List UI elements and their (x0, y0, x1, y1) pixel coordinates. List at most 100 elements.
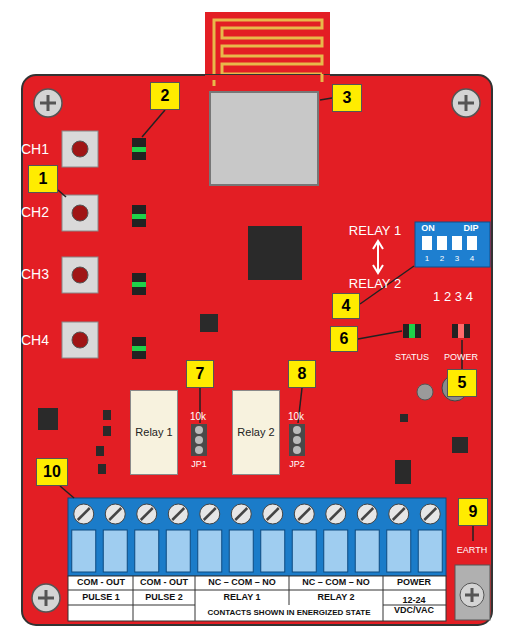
callout-text: 1 (39, 170, 48, 188)
leader-line (60, 486, 74, 498)
jumper-pin (293, 436, 301, 444)
terminal-screw (231, 504, 251, 524)
dip-slider (452, 236, 462, 250)
antenna-joint (205, 75, 330, 85)
mount-screw (34, 89, 62, 117)
led (132, 138, 146, 160)
wire-slot (166, 530, 190, 572)
terminal-label: NC – COM – NO (208, 578, 276, 588)
small-ic (200, 314, 218, 332)
capacitor (417, 384, 433, 400)
leader-line (142, 110, 165, 137)
status-led (403, 324, 421, 338)
power-led (452, 324, 470, 338)
callout-number: 6 (330, 326, 358, 352)
jumper-pin (293, 426, 301, 434)
component (395, 460, 411, 484)
component (38, 408, 58, 430)
part-label: 4 (470, 255, 474, 264)
led-green (132, 346, 146, 351)
part-label: 2 (440, 255, 444, 264)
part-label: RELAY 1 (349, 224, 401, 238)
screw-slot (38, 590, 54, 606)
wire-slot (292, 530, 316, 572)
screw-slot (78, 508, 90, 520)
part-label: JP2 (289, 460, 305, 470)
jumper-header (289, 424, 305, 456)
component (103, 410, 111, 420)
led-green (132, 214, 146, 219)
antenna-area (205, 12, 330, 92)
jumper-header (191, 424, 207, 456)
terminal-label: CONTACTS SHOWN IN ENERGIZED STATE (207, 609, 370, 618)
mount-screw (32, 584, 60, 612)
screw-slot (458, 95, 474, 111)
leader-line (358, 331, 402, 339)
part-label: ON (421, 224, 435, 234)
callout-text: 10 (43, 463, 61, 481)
terminal-screw (389, 504, 409, 524)
terminal-screw (74, 504, 94, 524)
terminal-screw (326, 504, 346, 524)
terminal-screw (263, 504, 283, 524)
part-label: 3 (455, 255, 459, 264)
callout-number: 3 (332, 84, 362, 112)
earth-screw (460, 583, 484, 607)
relay-label: Relay 1 (135, 426, 172, 438)
terminal-label: NC – COM – NO (302, 578, 370, 588)
callout-text: 5 (458, 374, 467, 392)
mount-screw (452, 89, 480, 117)
terminal-screw (137, 504, 157, 524)
wire-slot (103, 530, 127, 572)
leader-line (58, 190, 66, 197)
relay-component: Relay 2 (232, 390, 280, 475)
terminal-screw (294, 504, 314, 524)
terminal-legend-strip (68, 576, 446, 621)
screw-slot (109, 508, 121, 520)
terminal-label: RELAY 2 (317, 593, 354, 603)
callout-number: 7 (186, 360, 214, 388)
channel-label: CH1 (21, 142, 49, 157)
callout-text: 4 (342, 297, 351, 315)
terminal-screw (200, 504, 220, 524)
push-buttons (62, 131, 98, 358)
screw-slot (393, 508, 405, 520)
callout-number: 8 (288, 360, 316, 388)
circuit-board (22, 75, 492, 625)
terminal-block (68, 498, 446, 576)
screw-slot (267, 508, 279, 520)
callout-number: 10 (36, 458, 68, 486)
terminal-label: COM - OUT (140, 578, 188, 588)
terminal-label: RELAY 1 (223, 593, 260, 603)
component (98, 464, 106, 474)
relay-label: Relay 2 (237, 426, 274, 438)
screw-slot (235, 508, 247, 520)
callout-number: 9 (458, 498, 488, 526)
component (400, 414, 408, 422)
callout-text: 8 (298, 365, 307, 383)
component (96, 446, 104, 456)
wire-slot (72, 530, 96, 572)
screw-slot (40, 95, 56, 111)
push-button (62, 257, 98, 293)
part-label: POWER (444, 353, 478, 363)
terminal-screw (105, 504, 125, 524)
earth-label: EARTH (457, 546, 487, 556)
wire-slot (198, 530, 222, 572)
wire-slot (418, 530, 442, 572)
component (103, 426, 111, 436)
channel-label: CH2 (21, 205, 49, 220)
callout-text: 2 (161, 87, 170, 105)
wire-slot (355, 530, 379, 572)
wire-slot (135, 530, 159, 572)
led-green (132, 282, 146, 287)
leader-line (472, 526, 474, 541)
button-cap (72, 332, 88, 348)
led (132, 337, 146, 359)
push-button (62, 322, 98, 358)
terminal-screw (420, 504, 440, 524)
